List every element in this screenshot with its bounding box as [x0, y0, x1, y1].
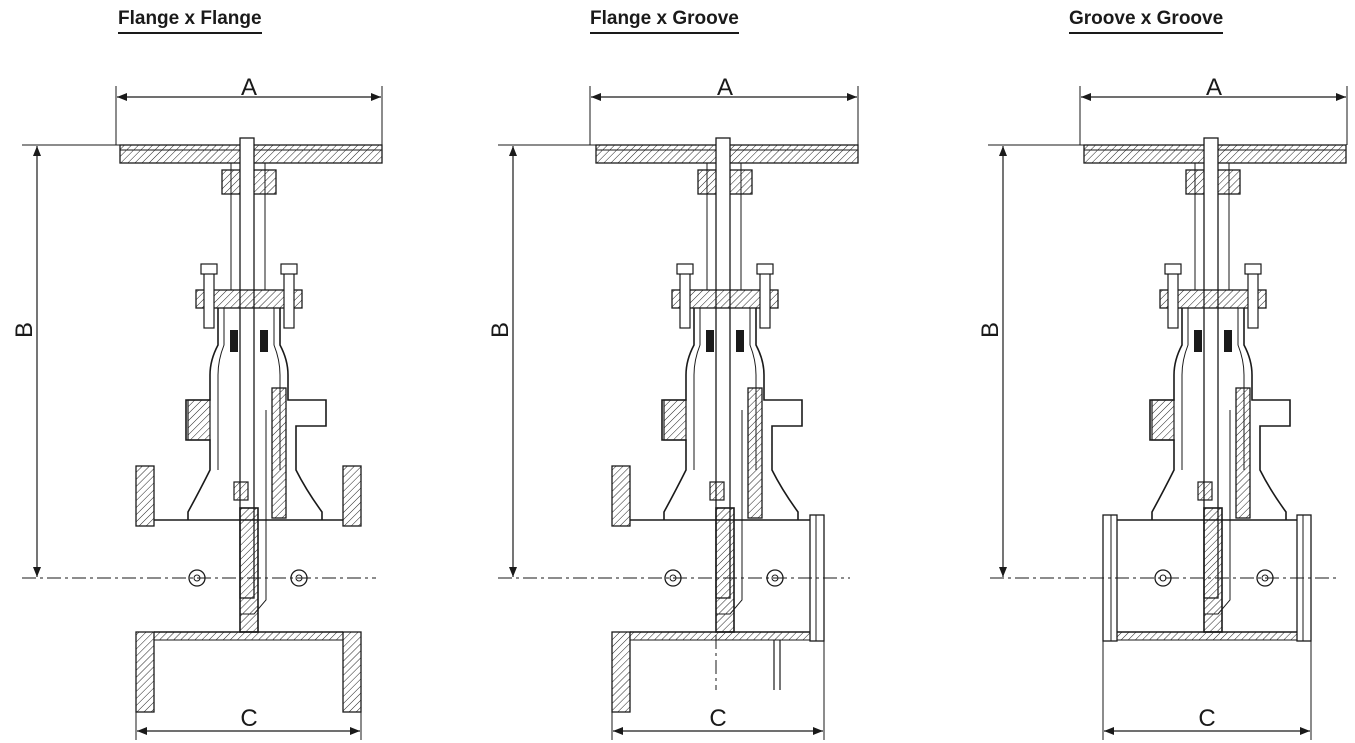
dim-b-label-3: B: [977, 322, 1004, 338]
title-flange-flange: Flange x Flange: [118, 8, 262, 34]
title-flange-groove: Flange x Groove: [590, 8, 739, 34]
drawing-groove-groove: [988, 86, 1348, 740]
title-groove-groove: Groove x Groove: [1069, 8, 1224, 34]
dim-a-label-3: A: [1206, 74, 1222, 101]
dim-b-label-2: B: [487, 322, 514, 338]
dim-c-label-3: C: [1198, 705, 1215, 732]
dim-a-label-2: A: [717, 74, 733, 101]
dim-c-label-2: C: [709, 705, 726, 732]
dim-c-label-1: C: [240, 705, 257, 732]
drawing-flange-groove: [498, 86, 859, 740]
drawing-flange-flange: [22, 86, 383, 740]
dim-a-label-1: A: [241, 74, 257, 101]
dim-b-label-1: B: [11, 322, 38, 338]
